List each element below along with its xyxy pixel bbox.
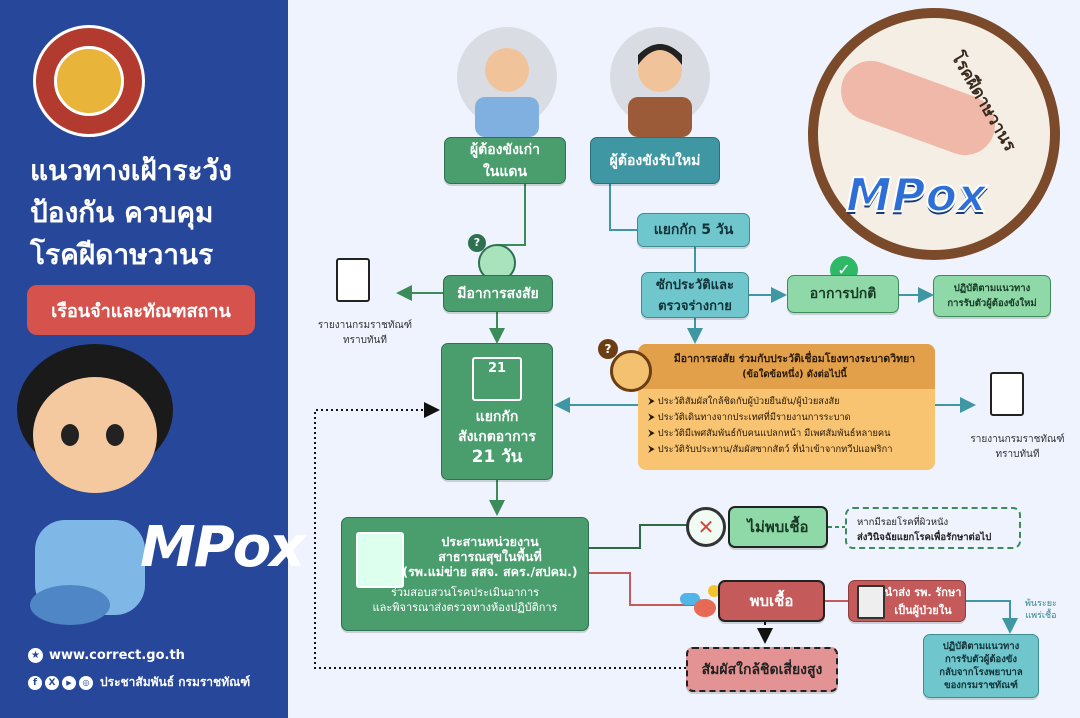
- report-left-text: รายงานกรมราชทัณฑ์ทราบทันที: [317, 320, 413, 346]
- page-title: แนวทางเฝ้าระวัง ป้องกัน ควบคุม โรคฝีดาษว…: [30, 150, 232, 276]
- epi-criteria-box: มีอาการสงสัย ร่วมกับประวัติเชื่อมโยงทางร…: [638, 344, 935, 470]
- no-virus-icon: ✕: [686, 507, 726, 547]
- facility-badge-label: เรือนจำและทัณฑสถาน: [51, 300, 231, 322]
- title-line: ป้องกัน ควบคุม: [30, 196, 214, 229]
- sidebar: แนวทางเฝ้าระวัง ป้องกัน ควบคุม โรคฝีดาษว…: [0, 0, 305, 718]
- mpox-logo: MPox: [140, 515, 305, 580]
- hospital-return-guideline-box: ปฏิบัติตามแนวทางการรับตัวผู้ต้องขังกลับจ…: [923, 634, 1039, 698]
- criteria-item: ⮞ ประวัติสัมผัสใกล้ชิดกับผู้ป่วยยืนยัน/ผ…: [648, 396, 840, 407]
- found-box: พบเชื้อ: [718, 580, 825, 622]
- hospital-icon: [857, 585, 885, 619]
- report-document-icon: [336, 258, 370, 302]
- criteria-item: ⮞ ประวัติเดินทางจากประเทศที่มีรายงานการร…: [648, 412, 851, 423]
- social-links: f X ▶ ◎ ประชาสัมพันธ์ กรมราชทัณฑ์: [28, 673, 250, 692]
- report-right-text: รายงานกรมราชทัณฑ์ทราบทันที: [970, 434, 1065, 460]
- youtube-icon[interactable]: ▶: [62, 675, 76, 690]
- no-longer-infectious-label: พ้นระยะแพร่เชื้อ: [1025, 599, 1057, 621]
- criteria-item: ⮞ ประวัติรับประทาน/สัมผัสซากสัตว์ ที่นำเ…: [648, 444, 893, 455]
- criteria-title: มีอาการสงสัย ร่วมกับประวัติเชื่อมโยงทางร…: [673, 353, 916, 365]
- star-icon: ★: [28, 648, 43, 663]
- website-link[interactable]: ★ www.correct.go.th: [28, 648, 185, 663]
- website-text: www.correct.go.th: [49, 648, 185, 663]
- hospital-door-icon: [356, 532, 404, 588]
- history-exam-box: ซักประวัติและตรวจร่างกาย: [641, 272, 749, 318]
- question-icon: ?: [598, 339, 618, 359]
- sick-boy-illustration: [17, 344, 173, 625]
- facility-badge: เรือนจำและทัณฑสถาน: [27, 285, 255, 335]
- virus-germs-icon: [680, 585, 720, 617]
- close-contact-box: สัมผัสใกล้ชิดเสี่ยงสูง: [686, 647, 838, 692]
- social-text: ประชาสัมพันธ์ กรมราชทัณฑ์: [100, 675, 251, 689]
- quarantine-5-days-box: แยกกัก 5 วัน: [637, 213, 750, 247]
- suspected-box: มีอาการสงสัย: [443, 275, 553, 312]
- title-line: โรคฝีดาษวานร: [30, 238, 214, 271]
- title-line: แนวทางเฝ้าระวัง: [30, 154, 232, 187]
- criteria-subtitle: (ข้อใดข้อหนึ่ง) ดังต่อไปนี้: [742, 369, 847, 380]
- criteria-item: ⮞ ประวัติมีเพศสัมพันธ์กับคนแปลกหน้า มีเพ…: [648, 428, 891, 439]
- not-found-box: ไม่พบเชื้อ: [728, 506, 828, 548]
- old-inmate-illustration: [457, 27, 557, 137]
- skin-lesion-note: หากมีรอยโรคที่ผิวหนังส่งวินิจฉัยแยกโรคเพ…: [845, 507, 1021, 549]
- report-document-icon: [990, 372, 1024, 416]
- new-inmate-guideline-box: ปฏิบัติตามแนวทางการรับตัวผู้ต้องขังใหม่: [933, 275, 1051, 317]
- calendar-house-icon: 21: [472, 356, 522, 401]
- instagram-icon[interactable]: ◎: [79, 675, 93, 690]
- old-inmates-box: ผู้ต้องขังเก่าในแดน: [444, 137, 566, 184]
- new-inmate-illustration: [610, 27, 710, 137]
- normal-symptoms-box: อาการปกติ: [787, 275, 899, 313]
- mpox-badge: โรคฝีดาษวานร MPox: [808, 8, 1060, 260]
- x-icon[interactable]: X: [45, 675, 59, 690]
- thinking-face-icon: [610, 350, 652, 392]
- mpox-badge-logo: MPox: [845, 167, 988, 223]
- coordinate-health-box: ประสานหน่วยงานสาธารณสุขในพื้นที่(รพ.แม่ข…: [341, 517, 589, 631]
- hospital-admit-box: นำส่ง รพ. รักษาเป็นผู้ป่วยใน: [848, 580, 966, 622]
- department-seal-logo: [33, 25, 145, 137]
- facebook-icon[interactable]: f: [28, 675, 42, 690]
- new-inmates-box: ผู้ต้องขังรับใหม่: [590, 137, 720, 184]
- question-icon: ?: [468, 234, 486, 252]
